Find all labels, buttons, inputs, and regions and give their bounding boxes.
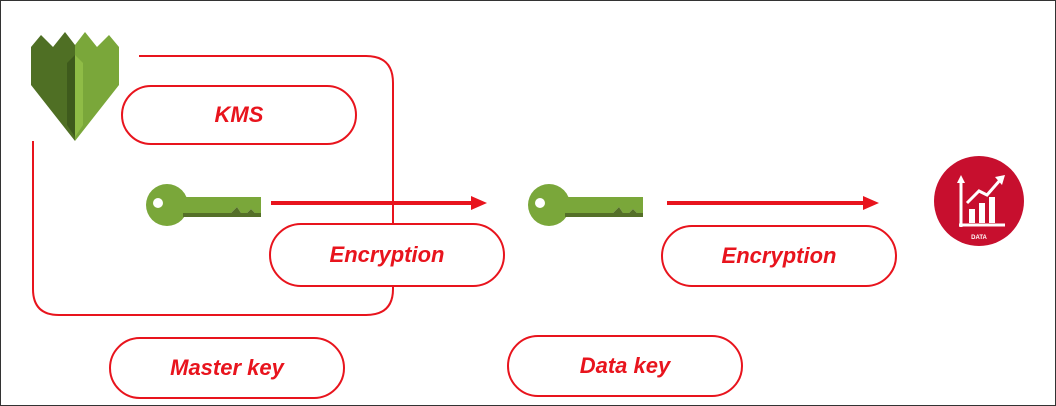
data-key-icon — [528, 184, 643, 226]
data-badge-label: DATA — [971, 235, 987, 241]
data-chart-icon — [934, 156, 1024, 246]
kms-label: KMS — [121, 85, 357, 145]
master-key-label: Master key — [109, 337, 345, 399]
encryption-label-master: Encryption — [269, 223, 505, 287]
data-key-label: Data key — [507, 335, 743, 397]
data-badge: DATA — [929, 151, 1029, 251]
encryption-label-data: Encryption — [661, 225, 897, 287]
arrow-master-to-data-key — [271, 196, 487, 210]
aws-kms-shield-icon — [31, 32, 119, 141]
arrow-data-key-to-data — [667, 196, 879, 210]
master-key-icon — [146, 184, 261, 226]
